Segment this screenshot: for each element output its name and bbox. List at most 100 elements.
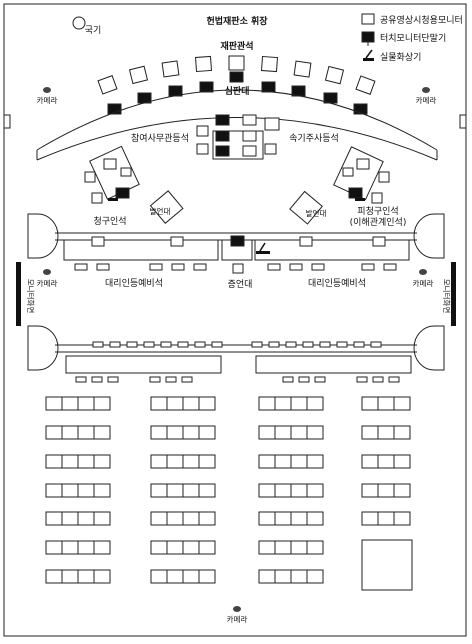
gallery-seat <box>182 569 200 584</box>
gallery-seat <box>290 425 308 440</box>
gallery-seat <box>150 569 168 584</box>
camera-mid-left: 카메라 <box>37 269 58 288</box>
camera-bottom: 카메라 <box>227 606 247 624</box>
camera-icon <box>233 606 241 612</box>
gallery-seat <box>93 511 111 526</box>
gallery-seat <box>198 569 216 584</box>
gallery-seat <box>258 454 276 469</box>
podium-right-label: 발언대 <box>306 208 327 218</box>
gallery-seat <box>166 511 184 526</box>
gallery-seat <box>361 511 379 526</box>
gallery-seat <box>150 483 168 498</box>
camera-mid-right: 카메라 <box>413 269 433 288</box>
gallery-seat <box>290 483 308 498</box>
gallery-seat <box>45 511 63 526</box>
legend-touch-terminal: 터치모니터단말기 <box>380 32 446 44</box>
gallery-seat <box>77 540 95 555</box>
gallery-seat <box>306 540 324 555</box>
gallery-seat <box>61 396 79 411</box>
gallery-seat <box>258 483 276 498</box>
podium-right: 발언대 <box>289 190 327 225</box>
display-board-right: 모니터화면 <box>442 262 456 326</box>
gallery-seat <box>61 425 79 440</box>
gallery-seat <box>290 569 308 584</box>
gallery-seat <box>377 454 395 469</box>
camera-top-left: 카메라 <box>37 87 58 105</box>
justices-chairs <box>97 55 376 95</box>
gallery-seat <box>274 483 292 498</box>
clerks-table <box>196 114 280 160</box>
gallery-seat <box>377 425 395 440</box>
gallery-seat <box>306 483 324 498</box>
gate-left-upper <box>27 213 59 259</box>
gallery-seat <box>77 396 95 411</box>
gallery-seat <box>150 511 168 526</box>
gallery-seat <box>61 540 79 555</box>
gallery-seat <box>290 540 308 555</box>
gallery-seat <box>306 396 324 411</box>
gallery-seat <box>393 483 411 498</box>
gallery-seat <box>45 569 63 584</box>
justices-terminals <box>107 71 368 115</box>
agent-row-left <box>63 236 219 271</box>
gallery-seat <box>274 454 292 469</box>
camera-top-right: 카메라 <box>416 87 437 105</box>
gallery-seat <box>150 425 168 440</box>
gallery-seat <box>290 511 308 526</box>
gallery-seat <box>93 569 111 584</box>
gallery-seat <box>198 511 216 526</box>
bench-label: 심판대 <box>225 85 250 97</box>
gallery-seat <box>361 483 379 498</box>
camera-label: 카메라 <box>37 279 58 288</box>
gallery-seat <box>377 483 395 498</box>
gallery-seat <box>166 483 184 498</box>
gallery-seat <box>93 396 111 411</box>
gallery-seat <box>45 425 63 440</box>
legend-presenter-icon <box>363 49 374 61</box>
gallery-seat <box>77 511 95 526</box>
gallery-seat <box>274 540 292 555</box>
agent-waiting-right-label: 대리인등예비석 <box>308 278 366 289</box>
gallery-seat <box>306 454 324 469</box>
gate-right-upper <box>413 213 445 259</box>
gallery-seat <box>258 569 276 584</box>
gallery-seat <box>182 511 200 526</box>
gallery-seat <box>150 540 168 555</box>
gate-left-lower <box>27 325 59 371</box>
gallery-seat <box>150 396 168 411</box>
legend-touch-terminal-icon <box>361 31 375 43</box>
camera-label: 카메라 <box>37 96 58 105</box>
press-bench-left <box>65 355 222 383</box>
legend: 공유영상시청용모니터 터치모니터단말기 실물화상기 <box>355 9 463 73</box>
gallery-seat <box>274 569 292 584</box>
podium-left: 발언대 <box>150 190 184 224</box>
wheelchair-space <box>361 539 413 591</box>
agent-row-right <box>254 236 410 271</box>
camera-icon <box>422 87 430 93</box>
flag: 국기 <box>72 16 101 36</box>
gallery-seat <box>361 454 379 469</box>
respondent-label: 피청구인석 <box>357 206 398 217</box>
justices-seats-label: 재판관석 <box>220 40 253 52</box>
gallery-seat <box>93 425 111 440</box>
gallery-seat <box>198 454 216 469</box>
gallery-seat <box>306 569 324 584</box>
gallery-seat <box>361 396 379 411</box>
gallery-seat <box>393 425 411 440</box>
gallery-seat <box>77 483 95 498</box>
witness-label: 증언대 <box>228 278 253 290</box>
gallery-seat <box>393 511 411 526</box>
gallery-seat <box>198 540 216 555</box>
gallery-seat <box>290 396 308 411</box>
bench-desk: 심판대 <box>36 85 438 161</box>
agent-waiting-left-label: 대리인등예비석 <box>105 278 163 289</box>
gallery-seat <box>274 425 292 440</box>
camera-label: 카메라 <box>416 96 437 105</box>
camera-icon <box>43 269 51 275</box>
gallery-seat <box>77 569 95 584</box>
gallery-seat <box>198 425 216 440</box>
gallery-seat <box>182 396 200 411</box>
gallery-seat <box>198 483 216 498</box>
gallery-seat <box>306 425 324 440</box>
gallery-seat <box>290 454 308 469</box>
